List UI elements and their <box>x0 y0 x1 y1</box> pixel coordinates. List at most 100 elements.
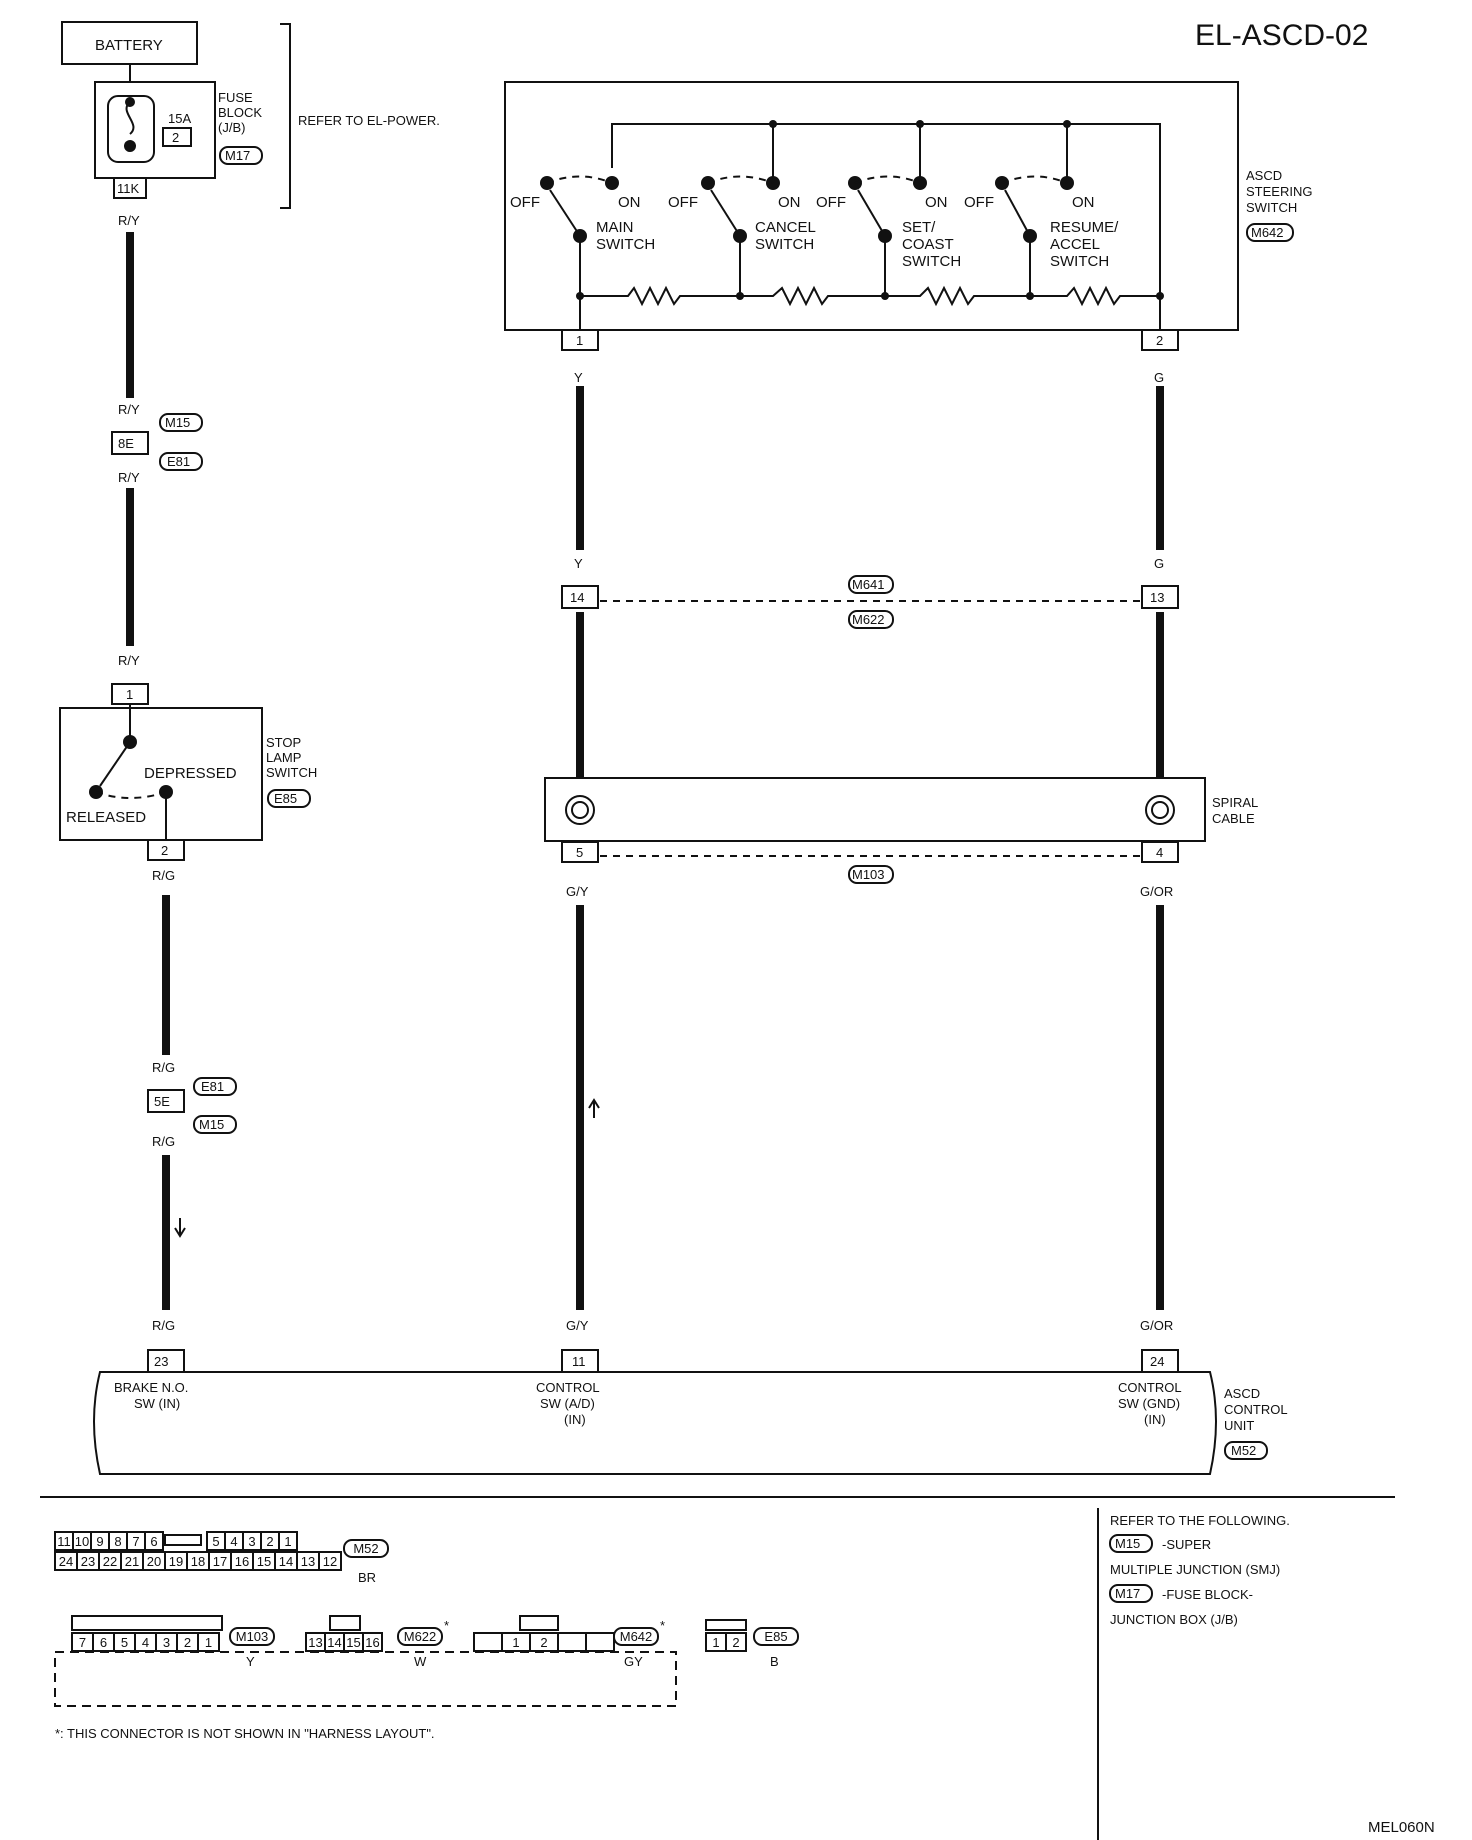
m52-pin-23-label: 23 <box>81 1554 95 1569</box>
stop-lamp-switch: 1 DEPRESSED RELEASED 2 STOP LAMP SWITCH … <box>59 683 317 861</box>
svg-text:M622: M622 <box>852 612 885 627</box>
svg-text:SW (IN): SW (IN) <box>134 1396 180 1411</box>
svg-text:BRAKE N.O.: BRAKE N.O. <box>114 1380 188 1395</box>
svg-text:SWITCH: SWITCH <box>902 253 961 270</box>
svg-text:24: 24 <box>1150 1354 1164 1369</box>
m52-pin-4-label: 4 <box>230 1534 237 1549</box>
svg-text:ON: ON <box>1072 194 1095 211</box>
junction-8e: 8E <box>118 436 134 451</box>
m622-tag <box>397 1627 443 1646</box>
svg-text:SW (GND): SW (GND) <box>1118 1396 1180 1411</box>
wire-fuse-to-stop-lamp: R/Y R/Y 8E M15 E81 R/Y R/Y <box>111 213 203 668</box>
diagram-title: EL-ASCD-02 <box>1195 19 1368 52</box>
m52-pin-7-label: 7 <box>132 1534 139 1549</box>
svg-text:14: 14 <box>570 590 584 605</box>
svg-text:R/G: R/G <box>152 1134 175 1149</box>
svg-text:(J/B): (J/B) <box>218 120 245 135</box>
m622-pin-16 <box>362 1632 383 1652</box>
svg-text:OFF: OFF <box>668 194 698 211</box>
m52-pin-5-label: 5 <box>212 1534 219 1549</box>
svg-text:R/Y: R/Y <box>118 653 140 668</box>
svg-text:1: 1 <box>126 687 133 702</box>
m52-pin-6-label: 6 <box>150 1534 157 1549</box>
m52-pin-15-label: 15 <box>257 1554 271 1569</box>
svg-text:Y: Y <box>574 370 583 385</box>
svg-text:R/G: R/G <box>152 868 175 883</box>
svg-text:(IN): (IN) <box>564 1412 586 1427</box>
e85-shroud <box>705 1619 747 1631</box>
svg-text:REFER TO THE FOLLOWING.: REFER TO THE FOLLOWING. <box>1110 1513 1290 1528</box>
refer-section: REFER TO THE FOLLOWING. M15 -SUPER MULTI… <box>1109 1513 1290 1627</box>
m52-pin-8-label: 8 <box>114 1534 121 1549</box>
m622-pin-16-label: 16 <box>365 1635 379 1650</box>
wire-g-or: G/OR G/OR <box>1140 884 1173 1333</box>
svg-text:ACCEL: ACCEL <box>1050 236 1100 253</box>
svg-text:STEERING: STEERING <box>1246 184 1312 199</box>
m642-star: * <box>660 1618 665 1633</box>
svg-text:M15: M15 <box>1115 1536 1140 1551</box>
svg-text:BLOCK: BLOCK <box>218 105 262 120</box>
m622-color: W <box>414 1654 427 1669</box>
ascd-steering-switch: OFF ON MAIN SWITCH OFF ON CANCEL SWITCH … <box>504 81 1312 351</box>
wire-stop-lamp-to-ecu: R/G R/G 5E E81 M15 R/G R/G <box>147 868 237 1333</box>
svg-text:MAIN: MAIN <box>596 219 634 236</box>
svg-text:E81: E81 <box>201 1079 224 1094</box>
diagram-code: MEL060N <box>1368 1819 1435 1836</box>
svg-text:SWITCH: SWITCH <box>266 765 317 780</box>
svg-text:CONTROL: CONTROL <box>1224 1402 1288 1417</box>
svg-text:DEPRESSED: DEPRESSED <box>144 765 237 782</box>
svg-text:OFF: OFF <box>964 194 994 211</box>
svg-text:SWITCH: SWITCH <box>755 236 814 253</box>
refer-el-power: REFER TO EL-POWER. <box>298 113 440 128</box>
svg-text:M642: M642 <box>1251 225 1284 240</box>
svg-text:CONTROL: CONTROL <box>1118 1380 1182 1395</box>
junction-5e: 5E <box>154 1094 170 1109</box>
m622-shroud <box>329 1615 361 1631</box>
m52-pin-10-label: 10 <box>75 1534 89 1549</box>
battery: BATTERY <box>61 21 198 82</box>
svg-text:G: G <box>1154 370 1164 385</box>
m622-tag-label: M622 <box>404 1629 437 1644</box>
svg-text:-SUPER: -SUPER <box>1162 1537 1211 1552</box>
svg-text:OFF: OFF <box>816 194 846 211</box>
m642-pin-blank-3 <box>557 1632 587 1652</box>
svg-text:BATTERY: BATTERY <box>95 37 163 54</box>
m103-tag-label: M103 <box>236 1629 269 1644</box>
m52-pin-17-label: 17 <box>213 1554 227 1569</box>
e85-tag <box>753 1627 799 1646</box>
m642-pin-2-label: 2 <box>540 1635 547 1650</box>
m103-tag <box>229 1627 275 1646</box>
m103-pin-7-label: 7 <box>79 1635 86 1650</box>
svg-text:CANCEL: CANCEL <box>755 219 816 236</box>
m52-pin-2-label: 2 <box>266 1534 273 1549</box>
svg-text:2: 2 <box>161 843 168 858</box>
svg-text:2: 2 <box>1156 333 1163 348</box>
e85-pin-2 <box>725 1632 747 1652</box>
svg-text:RELEASED: RELEASED <box>66 809 146 826</box>
fuse-terminal: 11K <box>117 181 139 196</box>
m103-pin-5-label: 5 <box>121 1635 128 1650</box>
e85-pin-2-label: 2 <box>732 1635 739 1650</box>
svg-text:ON: ON <box>778 194 801 211</box>
svg-text:SWITCH: SWITCH <box>1246 200 1297 215</box>
svg-text:CABLE: CABLE <box>1212 811 1255 826</box>
svg-text:1: 1 <box>576 333 583 348</box>
svg-text:MULTIPLE JUNCTION (SMJ): MULTIPLE JUNCTION (SMJ) <box>1110 1562 1280 1577</box>
svg-text:M103: M103 <box>852 867 885 882</box>
svg-text:SWITCH: SWITCH <box>1050 253 1109 270</box>
m52-pin-24-label: 24 <box>59 1554 73 1569</box>
wire-g: G G 13 <box>1141 370 1179 609</box>
svg-text:M15: M15 <box>165 415 190 430</box>
m622-pin-14-label: 14 <box>327 1635 341 1650</box>
spiral-cable: SPIRAL CABLE 5 4 <box>544 777 1258 863</box>
svg-text:RESUME/: RESUME/ <box>1050 219 1119 236</box>
svg-text:M17: M17 <box>1115 1586 1140 1601</box>
m52-tag <box>343 1539 389 1558</box>
m52-pin-14-label: 14 <box>279 1554 293 1569</box>
svg-text:OFF: OFF <box>510 194 540 211</box>
m622-pin-15-label: 15 <box>346 1635 360 1650</box>
m622-star: * <box>444 1618 449 1633</box>
svg-text:G/OR: G/OR <box>1140 1318 1173 1333</box>
m52-pin-3-label: 3 <box>248 1534 255 1549</box>
m52-pin-16-label: 16 <box>235 1554 249 1569</box>
